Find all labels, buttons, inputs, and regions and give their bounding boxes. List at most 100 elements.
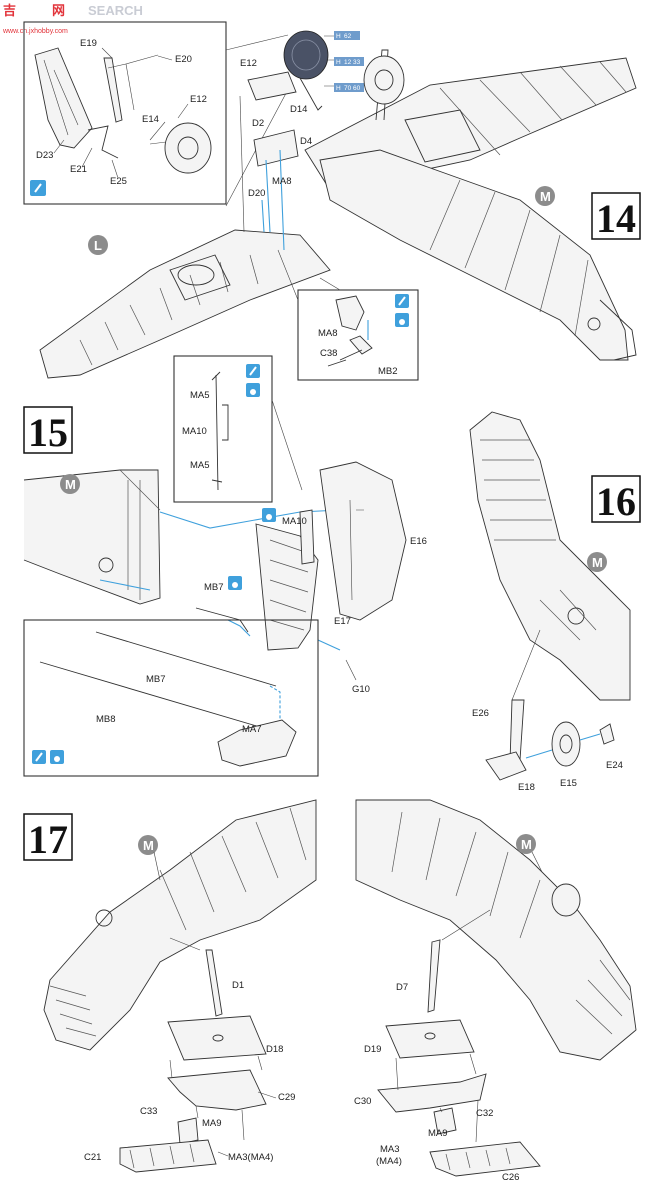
glue-icon [30, 180, 46, 196]
part-ma10 [299, 509, 315, 565]
badge-m-step17-right: M [516, 834, 536, 854]
paint-code-3: 70 60 [344, 85, 361, 92]
label-ma4: (MA4) [376, 1156, 402, 1167]
part-d18 [167, 1015, 267, 1061]
paint-drop-icon-15b [228, 576, 242, 590]
rudder-e16 [319, 461, 407, 621]
label-ma9: MA9 [202, 1118, 222, 1129]
paint-drop-icon-15a [246, 383, 260, 397]
label-mb8: MB8 [96, 714, 116, 725]
step-number-14: 14 [596, 196, 636, 241]
rear-fuselage [319, 149, 629, 361]
paint-code-2-prefix: H [336, 59, 341, 66]
part-d4 [253, 129, 299, 167]
main-wheel [363, 55, 405, 105]
badge-m-step17-left: M [138, 835, 158, 855]
tail-fuselage-15 [23, 469, 161, 605]
step17-right: M D7 D19 C30 C32 MA9 MA3 (MA4) C26 [354, 799, 637, 1183]
label-d2: D2 [252, 118, 264, 129]
label-e17: E17 [334, 616, 351, 627]
label-c38: C38 [320, 348, 337, 359]
label-e20: E20 [175, 54, 192, 65]
badge-l-step14: L [88, 235, 108, 255]
wheel-disc-e12 [283, 30, 329, 111]
label-e14: E14 [142, 114, 159, 125]
svg-text:M: M [521, 837, 532, 852]
badge-m-step16: M [587, 552, 607, 572]
glue-icon-15c [32, 750, 46, 764]
tail-fuselage-16 [469, 411, 631, 701]
label-ma5-bottom: MA5 [190, 460, 210, 471]
label-c26: C26 [502, 1172, 519, 1183]
header-brand-mid: 网 [52, 3, 65, 18]
header-brand-left: 吉 [3, 3, 16, 18]
label-ma5-top: MA5 [190, 390, 210, 401]
part-d7 [427, 939, 441, 1013]
fuselage-17-left [43, 799, 317, 1051]
step-14: E19 E20 E12 E14 D23 E21 E25 H 62 H 12 33… [23, 21, 641, 381]
step14-detail-frame [297, 289, 419, 381]
wheel-e14 [164, 122, 212, 174]
step-15: 15 MA5 MA10 MA5 M [23, 355, 427, 777]
part-ma10-inset [211, 371, 223, 491]
label-ma10-inset: MA10 [182, 426, 207, 437]
glue-icon-15a [246, 364, 260, 378]
tailwheel-fork-e18 [485, 751, 527, 781]
part-ma9-left [177, 1117, 199, 1145]
step15-inset-frame [173, 355, 273, 503]
part-c29 [167, 1069, 267, 1111]
badge-m-step14: M [535, 186, 555, 206]
label-c32: C32 [476, 1108, 493, 1119]
header-watermark: www.cn.jxhobby.com [2, 28, 68, 35]
label-d1: D1 [232, 980, 244, 991]
part-c30 [377, 1073, 487, 1113]
badge-m-step15: M [60, 474, 80, 494]
step15-detail-frame [23, 619, 319, 777]
label-d23: D23 [36, 150, 53, 161]
label-e24: E24 [606, 760, 623, 771]
svg-text:L: L [94, 238, 102, 253]
label-e15: E15 [560, 778, 577, 789]
step-16: 16 M E26 E18 E15 E24 [469, 411, 641, 793]
linkage-e21-e25 [87, 125, 119, 159]
label-d18: D18 [266, 1044, 283, 1055]
part-c26 [429, 1141, 541, 1177]
label-e26: E26 [472, 708, 489, 719]
part-d1 [205, 949, 223, 1017]
label-e16: E16 [410, 536, 427, 547]
part-d14 [247, 71, 297, 101]
paint-code-1-prefix: H [336, 33, 341, 40]
strut-d23 [34, 47, 93, 149]
label-c30: C30 [354, 1096, 371, 1107]
paint-chip-1 [334, 31, 360, 40]
step16-number-box [591, 475, 641, 523]
label-e25: E25 [110, 176, 127, 187]
paint-chip-3 [334, 83, 364, 92]
svg-text:M: M [592, 555, 603, 570]
svg-text:M: M [65, 477, 76, 492]
label-ma7: MA7 [242, 724, 262, 735]
site-header: 吉 网 SEARCH www.cn.jxhobby.com [0, 0, 158, 35]
part-ma7 [217, 719, 297, 767]
label-g10: G10 [352, 684, 370, 695]
label-c33: C33 [140, 1106, 157, 1117]
paint-code-3-prefix: H [336, 85, 341, 92]
label-d7: D7 [396, 982, 408, 993]
leg-e19 [103, 57, 123, 123]
tailwheel-e15 [551, 721, 581, 767]
label-ma3: MA3 [380, 1144, 400, 1155]
step-number-17: 17 [28, 817, 68, 862]
fuselage-17-right [355, 799, 637, 1061]
label-mb7: MB7 [204, 582, 224, 593]
label-e21: E21 [70, 164, 87, 175]
svg-text:M: M [143, 838, 154, 853]
left-wing [39, 229, 331, 379]
label-d4: D4 [300, 136, 312, 147]
paint-drop-icon-15c [50, 750, 64, 764]
step17-left: M D1 D18 C29 C33 MA9 C21 MA3(MA4) [43, 799, 317, 1173]
label-d19: D19 [364, 1044, 381, 1055]
label-mb7-detail: MB7 [146, 674, 166, 685]
label-c29: C29 [278, 1092, 295, 1103]
label-d14: D14 [290, 104, 307, 115]
